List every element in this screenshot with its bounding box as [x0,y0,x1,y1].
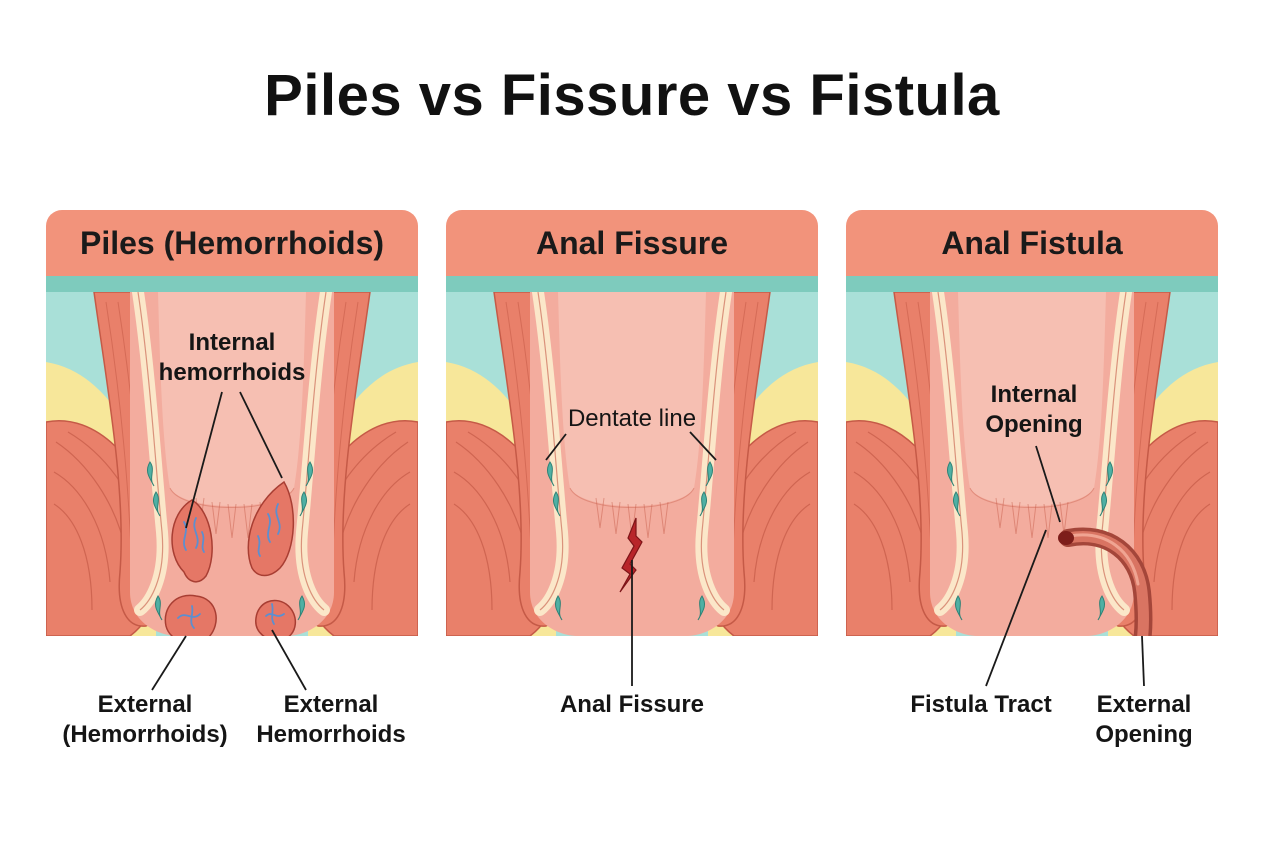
label-fistula-tract: Fistula Tract [910,691,1052,718]
piles-anatomy-illustration [46,292,418,636]
anal-canal-cross-section [446,292,818,636]
external-hemorrhoid-right [255,599,296,636]
label-dentate-line: Dentate line [567,405,697,432]
internal-hemorrhoid-right [247,480,294,577]
label-anal-fissure: Anal Fissure [559,691,705,718]
panel-heading-fissure: Anal Fissure [446,210,818,276]
external-hemorrhoid-left [164,594,217,636]
panel-strip [446,276,818,292]
leader-external-opening [1141,635,1145,687]
label-external-opening: External Opening [1095,691,1193,748]
panel-strip [46,276,418,292]
panel-strip [846,276,1218,292]
panel-piles: Piles (Hemorrhoids) [46,210,418,636]
label-external-hemorrhoids-left: External (Hemorrhoids) [62,691,228,748]
leader-external-right [271,629,307,691]
panel-heading-fistula: Anal Fistula [846,210,1218,276]
fissure-anatomy-illustration [446,292,818,636]
anal-canal-cross-section [846,292,1218,636]
label-external-hemorrhoids-right: External Hemorrhoids [256,691,406,748]
anal-fissure-tear [619,517,643,593]
fistula-internal-opening [1058,531,1074,545]
panel-heading-piles: Piles (Hemorrhoids) [46,210,418,276]
fistula-anatomy-illustration [846,292,1218,636]
label-internal-opening: Internal Opening [985,381,1083,438]
label-internal-hemorrhoids: Internal hemorrhoids [158,329,306,386]
page-title: Piles vs Fissure vs Fistula [264,63,1000,128]
fistula-tract [1059,527,1153,636]
leader-external-left [151,635,187,691]
